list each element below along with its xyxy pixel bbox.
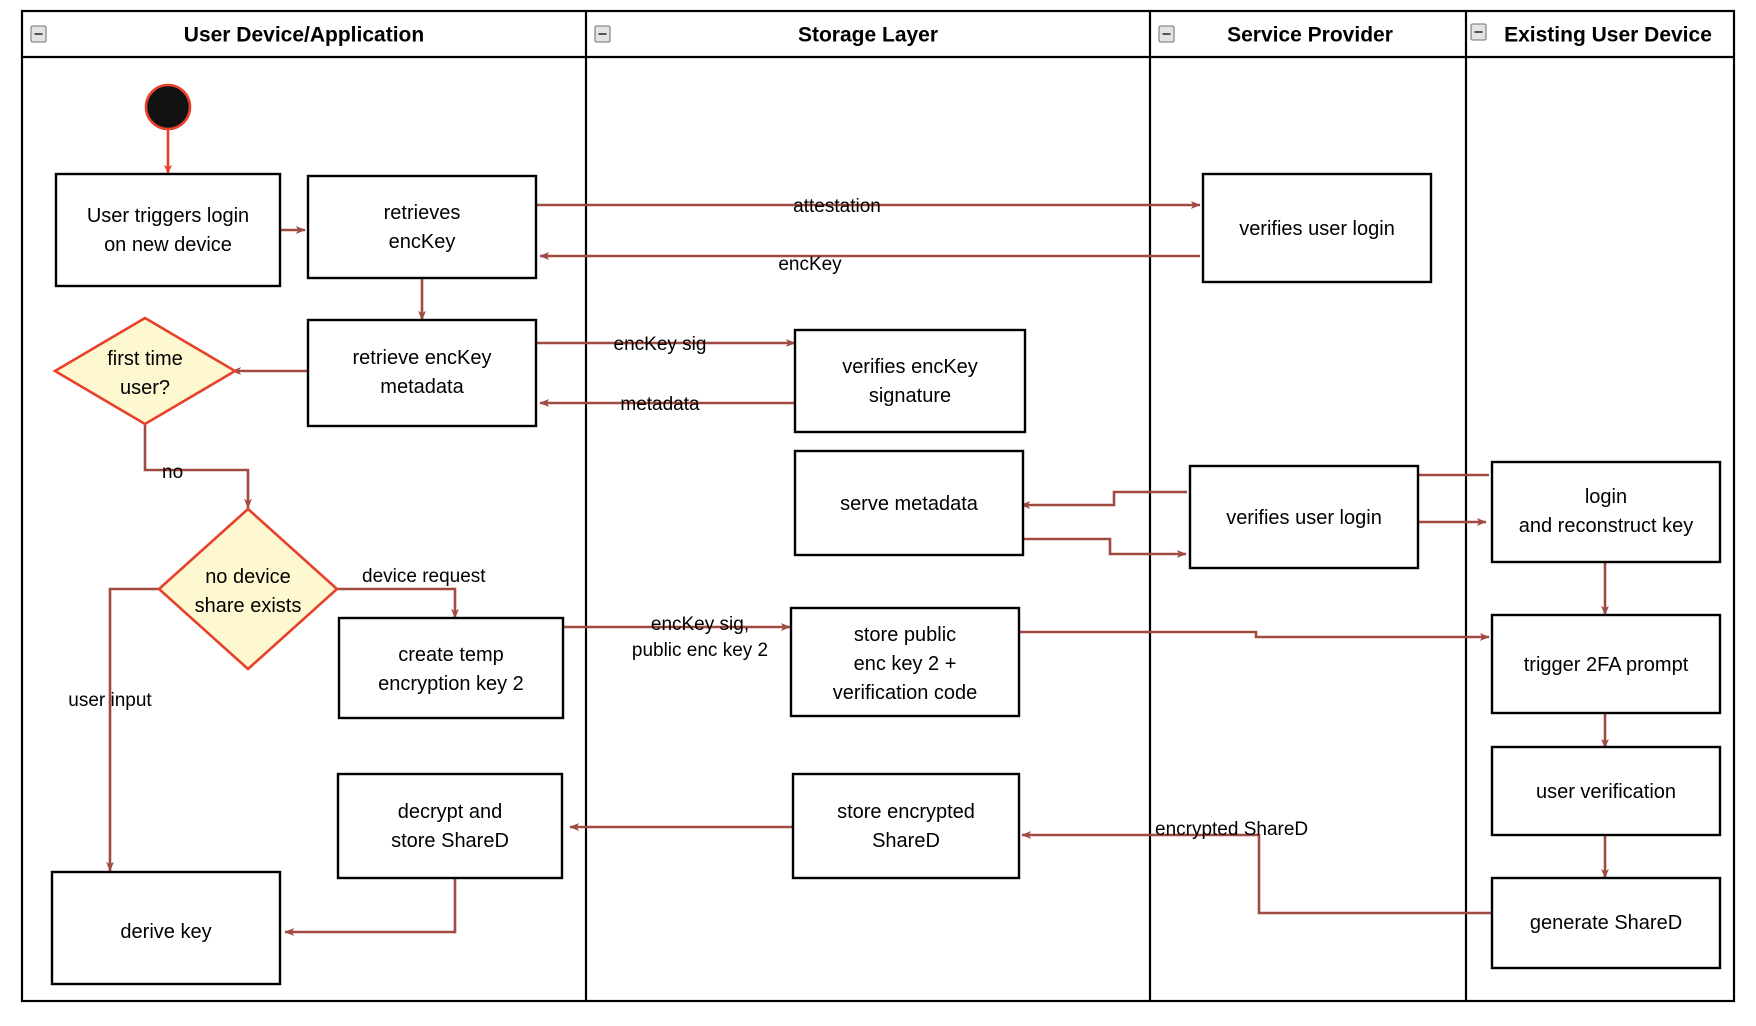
lane-header-storage[interactable]: Storage Layer: [594, 24, 938, 47]
activity-label-line2: on new device: [104, 234, 232, 256]
edge-label-group: attestation encKey encKey sig metadata n…: [68, 196, 1308, 840]
activity-label-line3: verification code: [833, 682, 978, 704]
activity-user-verification[interactable]: user verification: [1490, 745, 1722, 837]
edge-label-attestation: attestation: [793, 196, 881, 217]
edge-no-to-noshare: [143, 424, 252, 509]
edge-label-enckey: encKey: [778, 254, 842, 275]
activity-label-line1: store encrypted: [837, 801, 975, 823]
activity-label-line2: metadata: [380, 376, 464, 398]
decision-label-line2: share exists: [195, 595, 302, 617]
activity-label-line1: retrieves: [384, 202, 461, 224]
activity-label-line2: ShareD: [872, 830, 940, 852]
activity-label-line1: store public: [854, 624, 956, 646]
lane-header-user-device[interactable]: User Device/Application: [30, 24, 424, 47]
lane-title-service-provider: Service Provider: [1227, 24, 1393, 47]
activity-retrieve-enckey-metadata[interactable]: retrieve encKey metadata: [306, 318, 538, 428]
edge-serve-metadata-to-verify: [1021, 537, 1187, 558]
activity-user-triggers-login[interactable]: User triggers login on new device: [54, 172, 282, 288]
lane-title-existing-device: Existing User Device: [1504, 24, 1712, 47]
decision-label-line2: user?: [120, 377, 170, 399]
activity-verifies-enckey-signature[interactable]: verifies encKey signature: [793, 328, 1027, 434]
activity-create-temp-encryption-key[interactable]: create temp encryption key 2: [337, 616, 565, 720]
edge-device-request: [335, 587, 459, 619]
minus-icon[interactable]: [1470, 23, 1487, 41]
activity-label-line2: signature: [869, 385, 951, 407]
activity-label-line1: verifies encKey: [842, 356, 978, 378]
edge-label-encrypted-shared: encrypted ShareD: [1155, 819, 1308, 840]
activity-label-line2: encryption key 2: [378, 673, 524, 695]
edge-encrypted-shared: [1021, 831, 1494, 915]
decision-first-time-user[interactable]: first time user?: [52, 316, 238, 426]
activity-generate-shared[interactable]: generate ShareD: [1490, 876, 1722, 970]
activity-serve-metadata[interactable]: serve metadata: [793, 449, 1025, 557]
minus-icon[interactable]: [1158, 25, 1175, 43]
activity-label-line1: derive key: [120, 921, 211, 943]
activity-label-line1: verifies user login: [1226, 507, 1382, 529]
activity-login-and-reconstruct-key[interactable]: login and reconstruct key: [1490, 460, 1722, 564]
lane-header-existing-device[interactable]: Existing User Device: [1470, 23, 1712, 47]
edge-store-public-to-2fa: [1017, 630, 1490, 641]
activity-store-encrypted-shared[interactable]: store encrypted ShareD: [791, 772, 1021, 880]
edge-label-user-input: user input: [68, 690, 152, 711]
edge-label-enckey-sig: encKey sig: [614, 334, 707, 355]
activity-retrieves-enckey[interactable]: retrieves encKey: [306, 174, 538, 280]
activity-label-line1: user verification: [1536, 781, 1676, 803]
edge-label-metadata: metadata: [620, 394, 700, 415]
edge-user-input: [106, 587, 162, 872]
minus-icon[interactable]: [30, 25, 47, 43]
edge-label-enckey-sig-pub-2: public enc key 2: [632, 640, 768, 661]
activity-label-line1: trigger 2FA prompt: [1524, 654, 1689, 676]
decision-label-line1: no device: [205, 566, 291, 588]
activity-verifies-user-login-middle[interactable]: verifies user login: [1188, 464, 1420, 570]
activity-verifies-user-login-top[interactable]: verifies user login: [1201, 172, 1433, 284]
activity-store-public-enc-key[interactable]: store public enc key 2 + verification co…: [789, 606, 1021, 718]
activity-label-line1: login: [1585, 486, 1627, 508]
activity-trigger-2fa-prompt[interactable]: trigger 2FA prompt: [1490, 613, 1722, 715]
initial-node[interactable]: [144, 83, 192, 131]
activity-label-line1: retrieve encKey: [353, 347, 492, 369]
activity-label-line2: and reconstruct key: [1519, 515, 1694, 537]
edge-decrypt-to-derive: [284, 878, 457, 936]
lane-title-user-device: User Device/Application: [184, 24, 424, 47]
activity-label-line2: encKey: [389, 231, 456, 253]
activity-label-line1: User triggers login: [87, 205, 249, 227]
activity-label-line2: store ShareD: [391, 830, 509, 852]
edge-label-device-request: device request: [362, 566, 486, 587]
activity-label-line1: serve metadata: [840, 493, 979, 515]
activity-decrypt-and-store-shared[interactable]: decrypt and store ShareD: [336, 772, 564, 880]
activity-label-line1: create temp: [398, 644, 504, 666]
lane-title-storage: Storage Layer: [798, 24, 938, 47]
edge-verify-to-serve-metadata: [1020, 490, 1187, 509]
decision-no-device-share-exists[interactable]: no device share exists: [157, 507, 339, 671]
activity-derive-key[interactable]: derive key: [50, 870, 282, 986]
edge-label-enckey-sig-pub-1: encKey sig,: [651, 614, 749, 635]
activity-label-line2: enc key 2 +: [854, 653, 957, 675]
activity-label-line1: verifies user login: [1239, 218, 1395, 240]
activity-label-line1: decrypt and: [398, 801, 503, 823]
minus-icon[interactable]: [594, 25, 611, 43]
lane-header-service-provider[interactable]: Service Provider: [1158, 24, 1393, 47]
decision-label-line1: first time: [107, 348, 183, 370]
edge-label-no: no: [162, 462, 183, 483]
activity-label-line1: generate ShareD: [1530, 912, 1682, 934]
